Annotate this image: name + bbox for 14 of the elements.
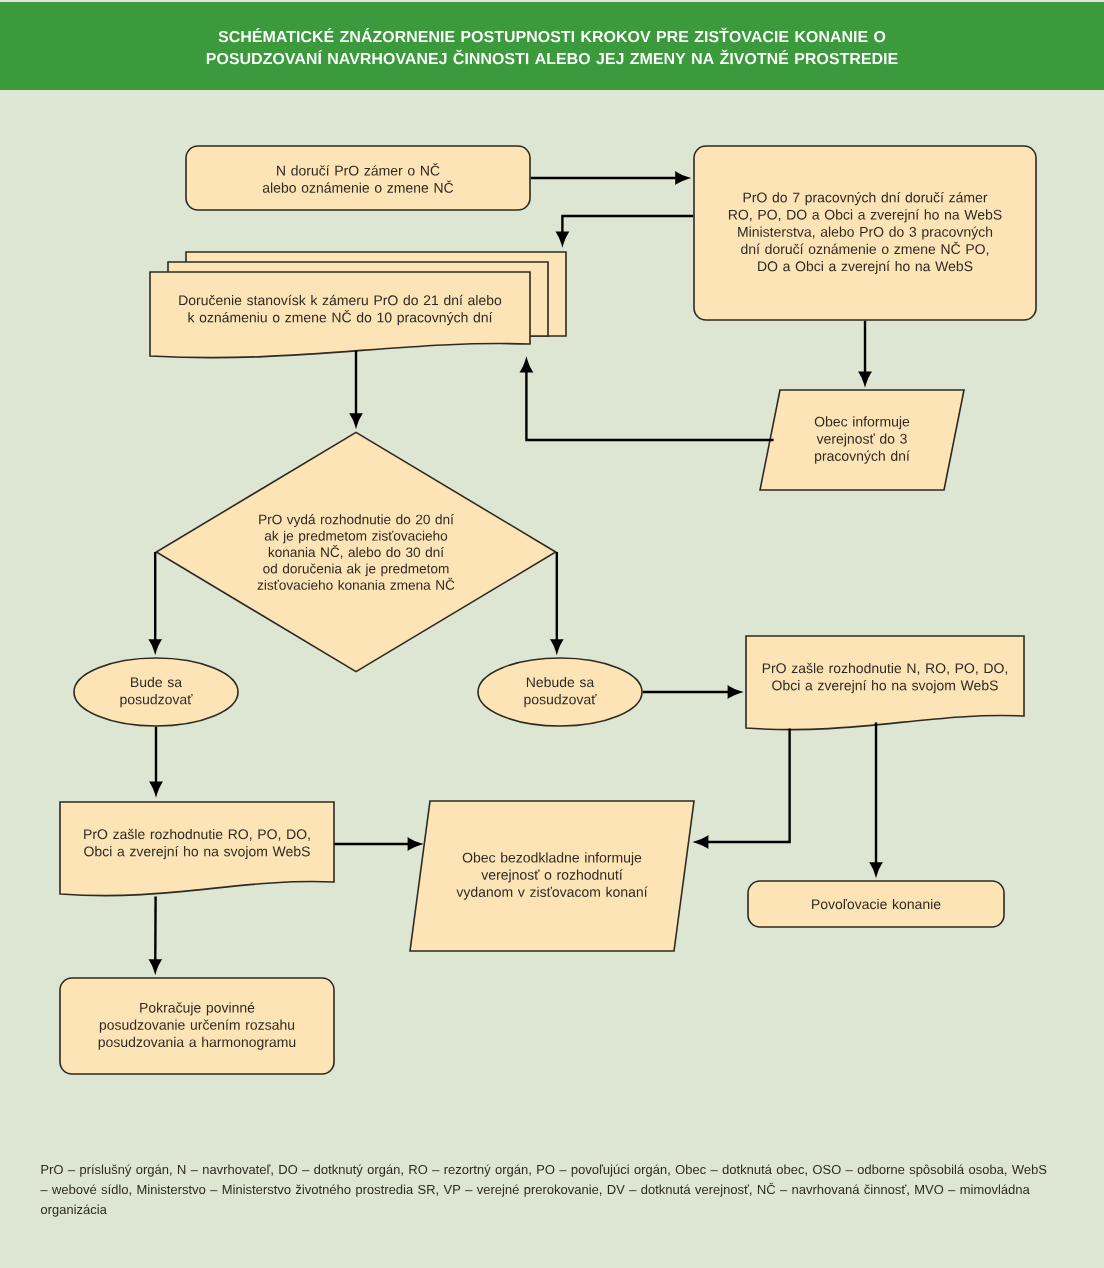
arrow [334, 838, 421, 850]
arrow [870, 722, 882, 876]
arrow [695, 728, 791, 848]
arrow [520, 359, 774, 442]
arrow [550, 552, 563, 653]
arrow [149, 552, 162, 653]
arrow [556, 214, 694, 245]
arrow [859, 320, 871, 385]
arrow [530, 172, 689, 184]
title-banner: SCHÉMATICKÉ ZNÁZORNENIE POSTUPNOSTI KROKOV PRE ZISŤOVACIE KONANIE O POSUDZOVANÍ NAVRHOVANEJ ČINNOSTI ALEBO JEJ ZMENY NA ŽIVOTNÉ PROSTREDIE [0, 2, 1104, 90]
arrow [350, 350, 362, 427]
arrow [150, 726, 162, 795]
arrow [149, 896, 162, 973]
arrow [642, 686, 741, 698]
